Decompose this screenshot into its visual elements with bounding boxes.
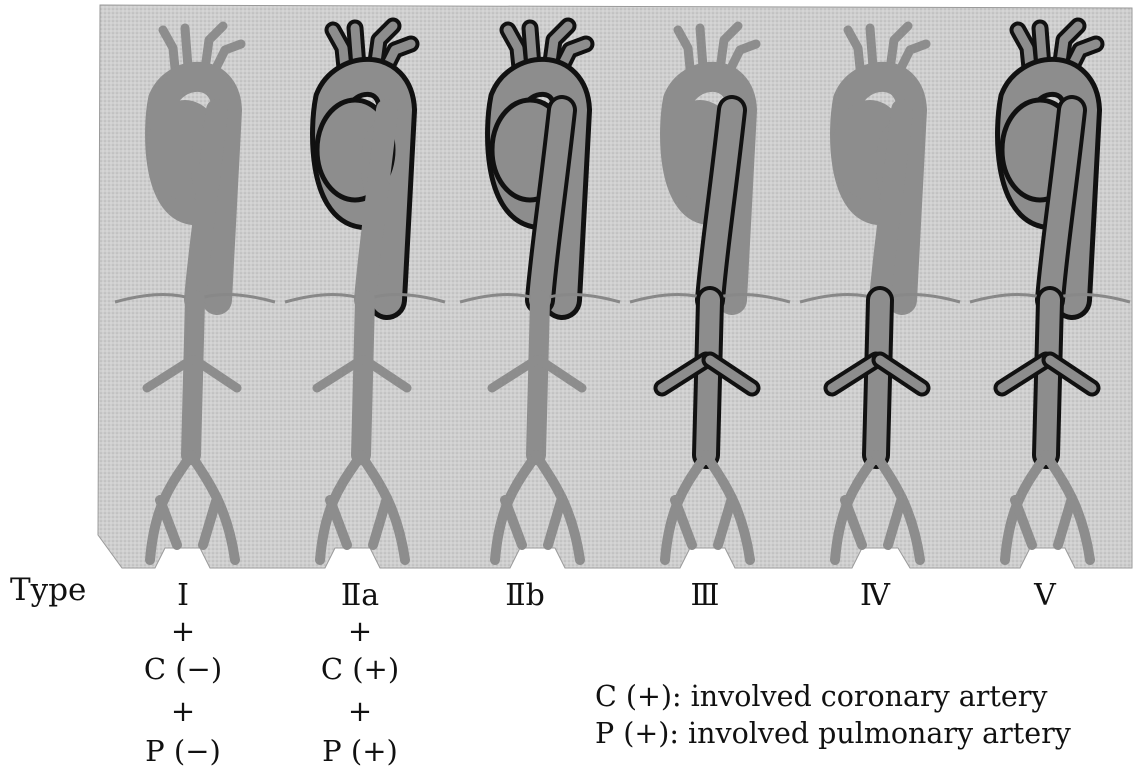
type-label-1: I (128, 578, 238, 613)
abdominal-aorta (361, 300, 365, 455)
type-2-annotation-3: + (295, 697, 425, 726)
type-2-annotation-1: + (295, 617, 425, 646)
abdominal-aorta (536, 300, 540, 455)
type-label-3: Ⅱb (470, 578, 580, 613)
type-2-annotation-4: P (+) (295, 737, 425, 766)
abdominal-aorta (876, 300, 880, 455)
legend-pulmonary: P (+): involved pulmonary artery (595, 717, 1071, 750)
type-2-annotation-2: C (+) (295, 655, 425, 684)
type-label-2: Ⅱa (305, 578, 415, 613)
legend-coronary: C (+): involved coronary artery (595, 680, 1047, 713)
type-1-annotation-2: C (−) (118, 655, 248, 684)
type-label-5: Ⅳ (820, 578, 930, 613)
type-1-annotation-4: P (−) (118, 737, 248, 766)
type-label-4: Ⅲ (650, 578, 760, 613)
type-1-annotation-1: + (118, 617, 248, 646)
type-1-annotation-3: + (118, 697, 248, 726)
abdominal-aorta (1046, 300, 1050, 455)
abdominal-aorta (191, 300, 195, 455)
background-panel (98, 5, 1132, 568)
type-heading: Type (10, 575, 86, 606)
abdominal-aorta (706, 300, 710, 455)
type-label-6: Ⅴ (990, 578, 1100, 613)
